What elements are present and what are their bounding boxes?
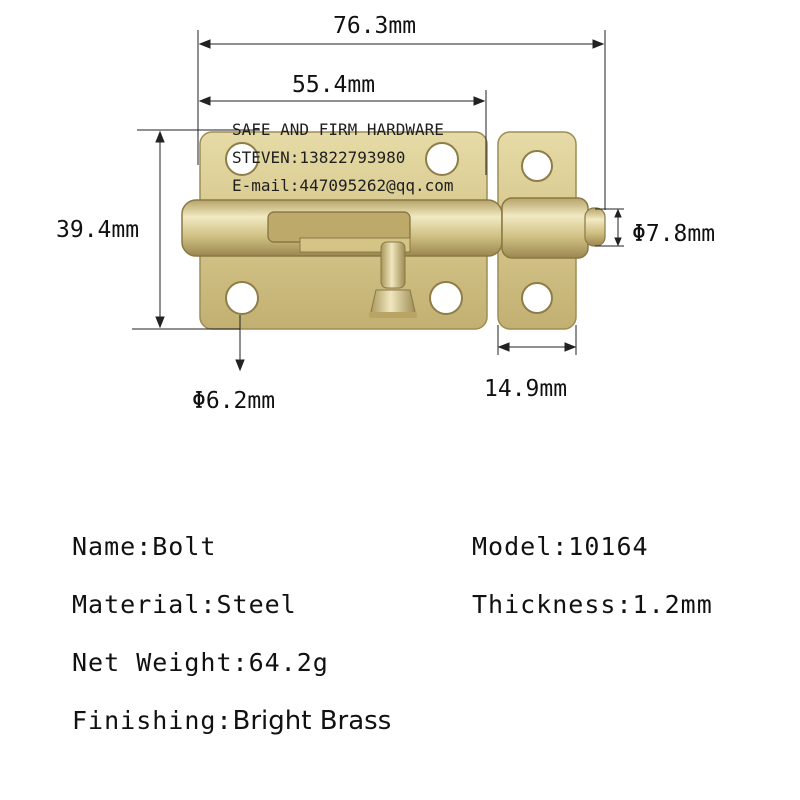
watermark-email: E-mail:447095262@qq.com: [232, 176, 454, 195]
watermark-contact: STEVEN:13822793980: [232, 148, 406, 167]
bolt-tip: [501, 197, 606, 259]
bolt-barrel: [181, 199, 503, 257]
spec-finishing-label: Finishing:: [72, 706, 233, 735]
spec-net-weight: Net Weight:64.2g: [72, 648, 329, 677]
spec-name: Name:Bolt: [72, 532, 217, 561]
screw-hole: [425, 142, 459, 176]
screw-hole: [225, 142, 259, 176]
dim-overall-length: 76.3mm: [333, 13, 417, 39]
screw-hole: [225, 281, 259, 315]
dim-bolt-diameter: Φ7.8mm: [632, 221, 716, 247]
spec-finishing: Finishing:Bright Brass: [72, 706, 391, 736]
dim-keeper-width: 14.9mm: [484, 376, 568, 402]
dim-plate-height: 39.4mm: [56, 217, 140, 243]
bolt-knob: [369, 241, 417, 318]
screw-hole: [521, 150, 553, 182]
dim-plate-length: 55.4mm: [292, 72, 376, 98]
spec-model: Model:10164: [472, 532, 649, 561]
spec-thickness: Thickness:1.2mm: [472, 590, 713, 619]
dimension-lines: [132, 30, 624, 372]
screw-hole: [521, 282, 553, 314]
dim-hole-diameter: Φ6.2mm: [192, 388, 276, 414]
spec-material: Material:Steel: [72, 590, 297, 619]
spec-finishing-value: Bright Brass: [232, 706, 392, 736]
screw-hole: [429, 281, 463, 315]
watermark-company: SAFE AND FIRM HARDWARE: [232, 120, 444, 139]
